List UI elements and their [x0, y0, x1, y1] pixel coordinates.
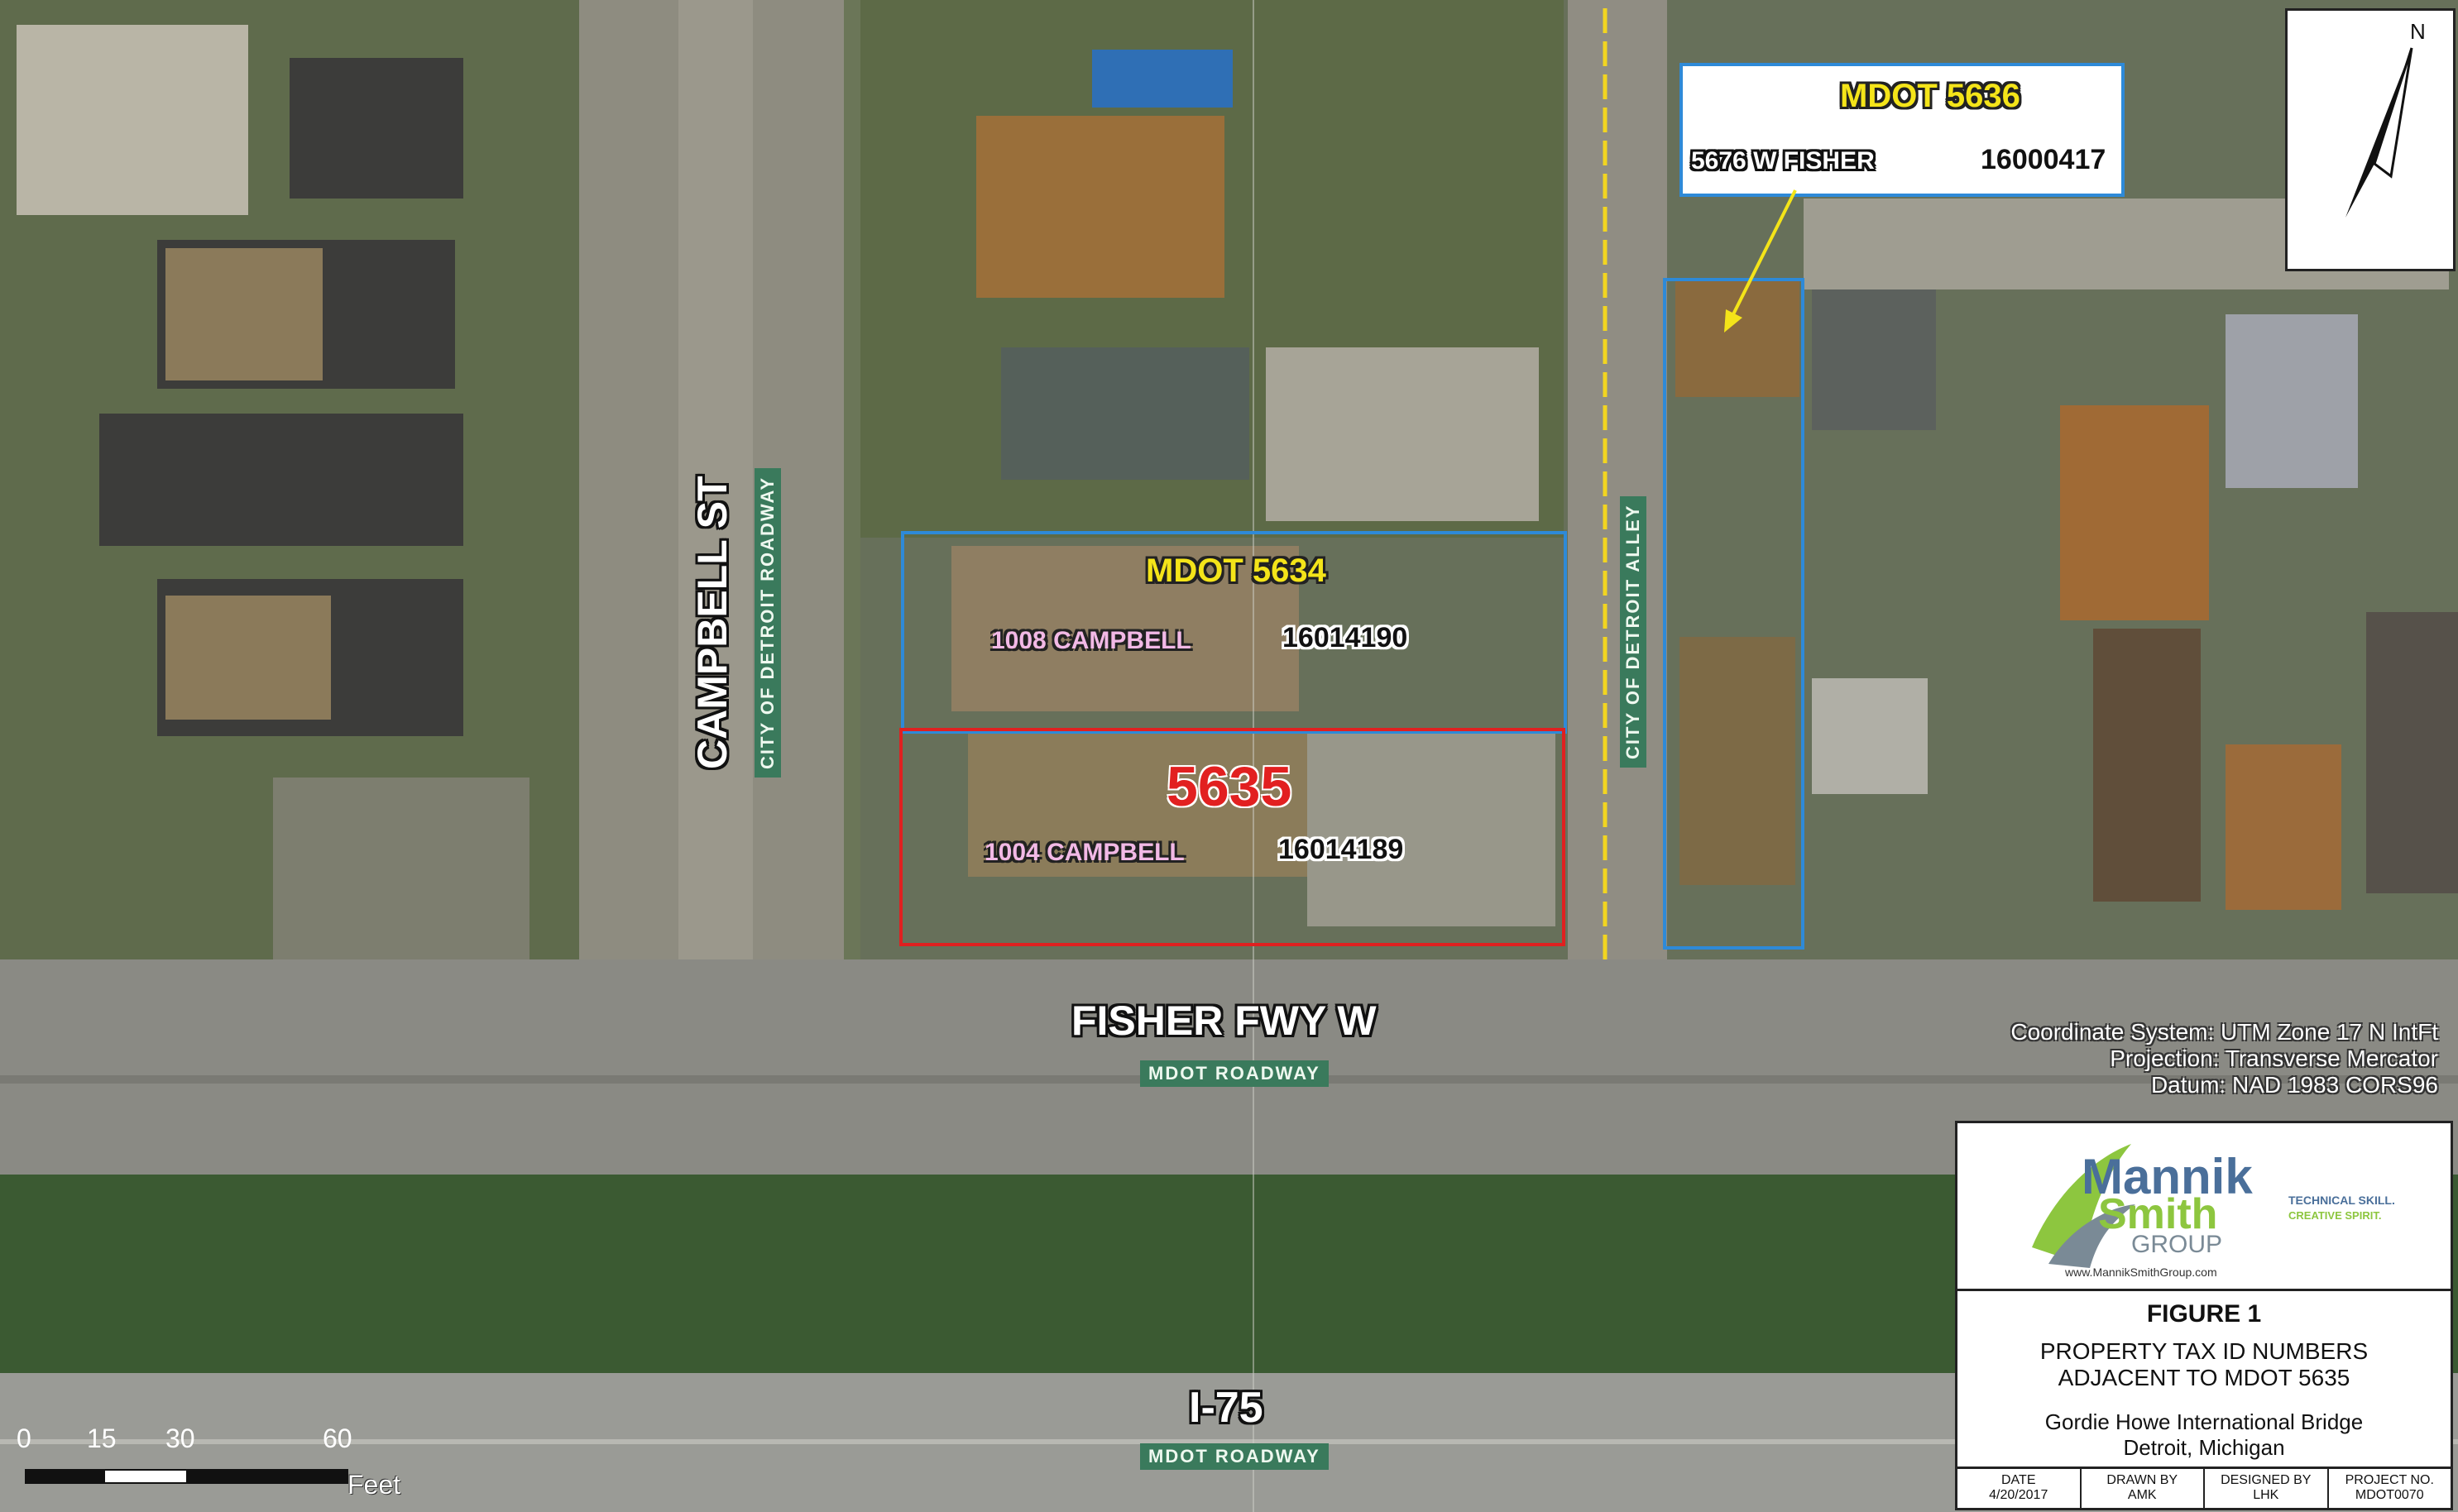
- projection: Projection: Transverse Mercator: [2110, 1045, 2438, 1071]
- scale-bar-graphic: [25, 1469, 348, 1484]
- alley-tag: CITY OF DETROIT ALLEY: [1620, 495, 1646, 768]
- website: www.MannikSmithGroup.com: [2065, 1266, 2217, 1279]
- i75-label: I-75: [1189, 1384, 1263, 1432]
- tagline1: TECHNICAL SKILL.: [2288, 1194, 2395, 1207]
- campbell-st-label: CAMPBELL ST: [689, 476, 735, 769]
- logo-line1: Mannik: [2082, 1149, 2253, 1204]
- parcel-north-address: 1008 CAMPBELL: [991, 627, 1191, 654]
- title-block: Mannik Smith GROUP TECHNICAL SKILL. CREA…: [1955, 1121, 2453, 1510]
- project-line1: Gordie Howe International Bridge: [2044, 1409, 2364, 1434]
- title-block-info-row: DATE 4/20/2017 DRAWN BY AMK DESIGNED BY …: [1957, 1467, 2451, 1510]
- logo-line2: Smith: [2098, 1190, 2218, 1238]
- i75-roadway-tag: MDOT ROADWAY: [1140, 1443, 1329, 1470]
- drawn-label: DRAWN BY: [2106, 1473, 2178, 1487]
- parcel-north-tax-id: 16014190: [1282, 622, 1408, 653]
- scale-tick-60: 60: [323, 1423, 352, 1453]
- project-value: MDOT0070: [2355, 1488, 2424, 1502]
- tagline2: CREATIVE SPIRIT.: [2288, 1209, 2382, 1222]
- north-arrow-icon: [2345, 47, 2413, 218]
- scale-tick-15: 15: [87, 1423, 117, 1453]
- swoosh-logo-icon: [2032, 1144, 2135, 1268]
- campbell-roadway-tag: CITY OF DETROIT ROADWAY: [755, 467, 781, 778]
- parcel-alley-id: MDOT 5636: [1840, 78, 2020, 114]
- fisher-roadway-tag: MDOT ROADWAY: [1140, 1060, 1329, 1087]
- parcel-mdot-5636-outline[interactable]: [1663, 278, 1804, 950]
- parcel-mdot-5634-outline[interactable]: [901, 531, 1567, 734]
- scale-tick-30: 30: [165, 1423, 195, 1453]
- north-label: N: [2410, 19, 2426, 44]
- figure-number: FIGURE 1: [2146, 1300, 2262, 1328]
- project-number-cell: PROJECT NO. MDOT0070: [2329, 1469, 2451, 1510]
- fisher-fwy-label: FISHER FWY W: [1071, 998, 1377, 1044]
- figure-title: FIGURE 1 PROPERTY TAX ID NUMBERS ADJACEN…: [1957, 1289, 2451, 1467]
- scale-tick-0: 0: [17, 1423, 31, 1453]
- company-logo: Mannik Smith GROUP TECHNICAL SKILL. CREA…: [1957, 1123, 2451, 1291]
- designed-value: LHK: [2253, 1488, 2279, 1502]
- datum: Datum: NAD 1983 CORS96: [2150, 1072, 2438, 1098]
- title-line1: PROPERTY TAX ID NUMBERS: [2039, 1338, 2369, 1364]
- project-label: PROJECT NO.: [2345, 1473, 2434, 1487]
- logo-line3: GROUP: [2131, 1231, 2223, 1258]
- date-cell: DATE 4/20/2017: [1957, 1469, 2082, 1510]
- parcel-main-tax-id: 16014189: [1278, 834, 1404, 865]
- drawn-cell: DRAWN BY AMK: [2082, 1469, 2205, 1510]
- project-line2: Detroit, Michigan: [2123, 1435, 2285, 1460]
- designed-label: DESIGNED BY: [2221, 1473, 2312, 1487]
- coordinate-info: Coordinate System: UTM Zone 17 N IntFt P…: [2010, 1019, 2438, 1098]
- parcel-north-id: MDOT 5634: [1146, 553, 1326, 589]
- designed-cell: DESIGNED BY LHK: [2205, 1469, 2329, 1510]
- date-label: DATE: [2001, 1473, 2036, 1487]
- title-line2: ADJACENT TO MDOT 5635: [2058, 1365, 2350, 1390]
- coordinate-system: Coordinate System: UTM Zone 17 N IntFt: [2010, 1019, 2438, 1045]
- drawn-value: AMK: [2127, 1488, 2157, 1502]
- parcel-alley-tax-id: 16000417: [1981, 144, 2106, 175]
- scale-unit: Feet: [347, 1470, 401, 1500]
- parcel-5635-outline[interactable]: [899, 728, 1565, 946]
- callout-leader-arrow: [1724, 189, 1797, 333]
- north-arrow-box: N: [2285, 8, 2456, 271]
- date-value: 4/20/2017: [1989, 1488, 2048, 1502]
- parcel-alley-callout: MDOT 5636 5676 W FISHER 16000417: [1679, 63, 2125, 197]
- parcel-alley-address: 5676 W FISHER: [1691, 147, 1875, 175]
- parcel-main-id: 5635: [1167, 755, 1292, 818]
- parcel-main-address: 1004 CAMPBELL: [985, 839, 1185, 866]
